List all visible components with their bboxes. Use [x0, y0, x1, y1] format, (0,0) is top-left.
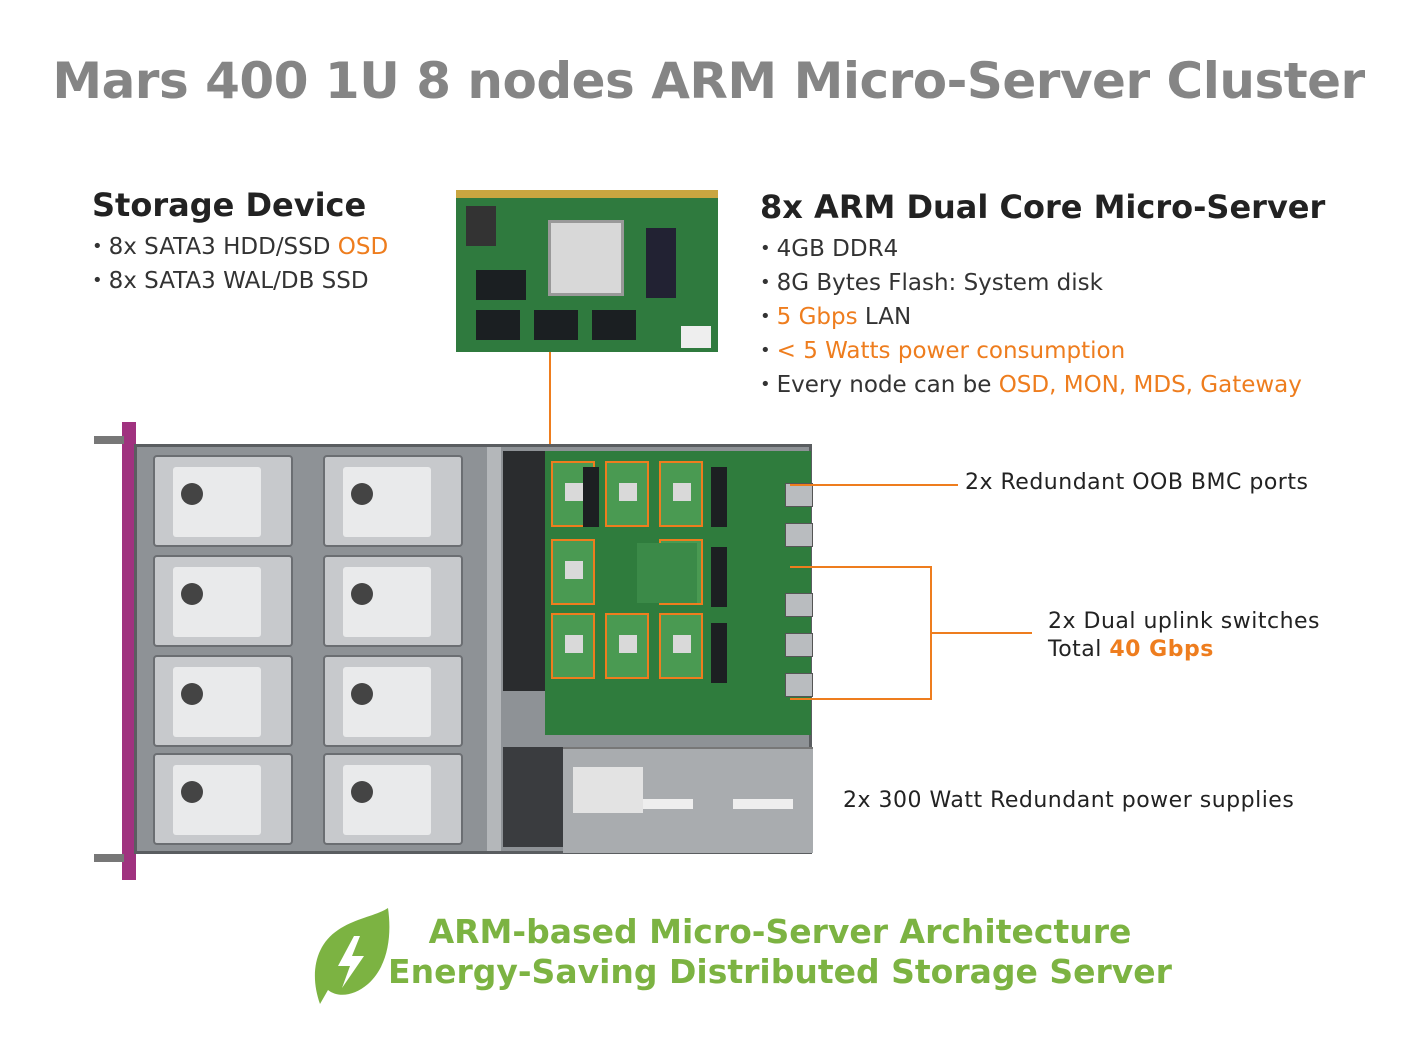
uplink-bracket-top: [790, 566, 932, 568]
item-highlight: < 5 Watts power consumption: [776, 338, 1126, 364]
total-speed: 40 Gbps: [1109, 637, 1214, 662]
item-highlight: OSD, MON, MDS, Gateway: [998, 372, 1302, 398]
leaf-lightning-icon: [314, 908, 390, 1004]
chassis: [134, 444, 813, 854]
uplink-callout-line: [930, 632, 1032, 634]
storage-item: •8x SATA3 HDD/SSD OSD: [92, 234, 389, 260]
power-supply: [563, 747, 813, 853]
footer-line-2: Energy-Saving Distributed Storage Server: [388, 952, 1172, 991]
item-text: LAN: [857, 304, 912, 330]
server-item: •< 5 Watts power consumption: [760, 338, 1126, 364]
server-item: •5 Gbps LAN: [760, 304, 912, 330]
power-callout: 2x 300 Watt Redundant power supplies: [843, 788, 1295, 813]
storage-heading: Storage Device: [92, 186, 367, 224]
item-text: 8x SATA3 WAL/DB SSD: [108, 268, 369, 294]
uplink-bracket-bottom: [790, 698, 932, 700]
footer-line-1: ARM-based Micro-Server Architecture: [428, 912, 1132, 951]
storage-item: •8x SATA3 WAL/DB SSD: [92, 268, 369, 294]
uplink-callout: 2x Dual uplink switches: [1048, 609, 1321, 634]
server-heading: 8x ARM Dual Core Micro-Server: [760, 188, 1326, 226]
total-label: Total: [1048, 637, 1110, 662]
item-text: 8x SATA3 HDD/SSD: [108, 234, 338, 260]
page-title: Mars 400 1U 8 nodes ARM Micro-Server Clu…: [52, 52, 1365, 110]
item-text: 8G Bytes Flash: System disk: [776, 270, 1103, 296]
server-item: •8G Bytes Flash: System disk: [760, 270, 1103, 296]
item-highlight: OSD: [337, 234, 389, 260]
bmc-callout-line: [790, 484, 958, 486]
server-item: •Every node can be OSD, MON, MDS, Gatewa…: [760, 372, 1302, 398]
front-handle: [122, 422, 136, 880]
item-text: 4GB DDR4: [776, 236, 899, 262]
uplink-total: Total 40 Gbps: [1048, 637, 1214, 662]
server-chassis-image: [92, 422, 817, 880]
item-text: Every node can be: [776, 372, 999, 398]
connector-line: [549, 352, 551, 460]
server-item: •4GB DDR4: [760, 236, 899, 262]
item-highlight: 5 Gbps: [776, 304, 858, 330]
micro-server-board-image: [456, 190, 718, 352]
bmc-callout: 2x Redundant OOB BMC ports: [965, 470, 1309, 495]
